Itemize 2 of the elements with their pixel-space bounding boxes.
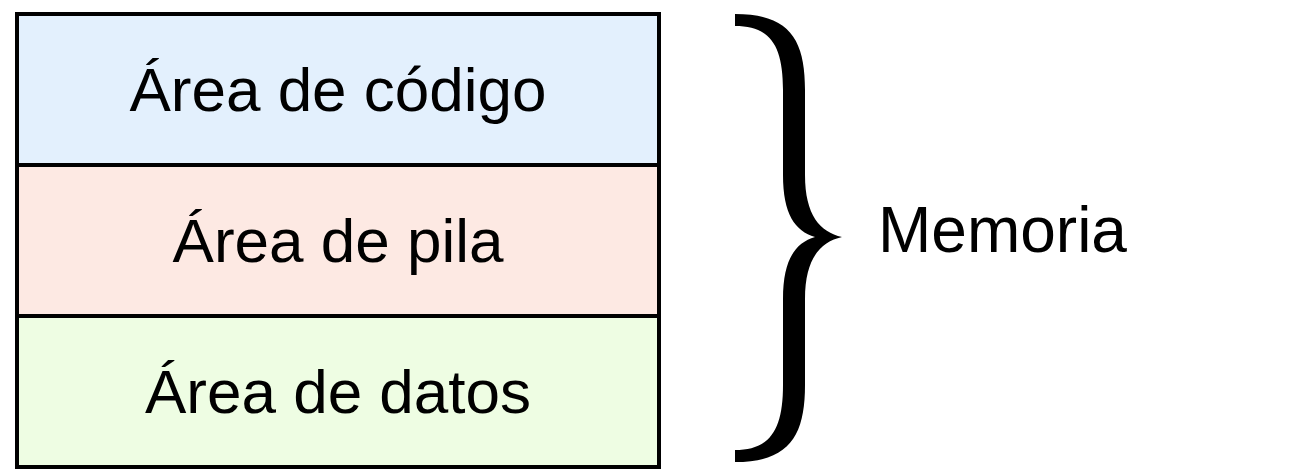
curly-brace — [735, 14, 842, 462]
memory-label: Memoria — [878, 198, 1127, 262]
